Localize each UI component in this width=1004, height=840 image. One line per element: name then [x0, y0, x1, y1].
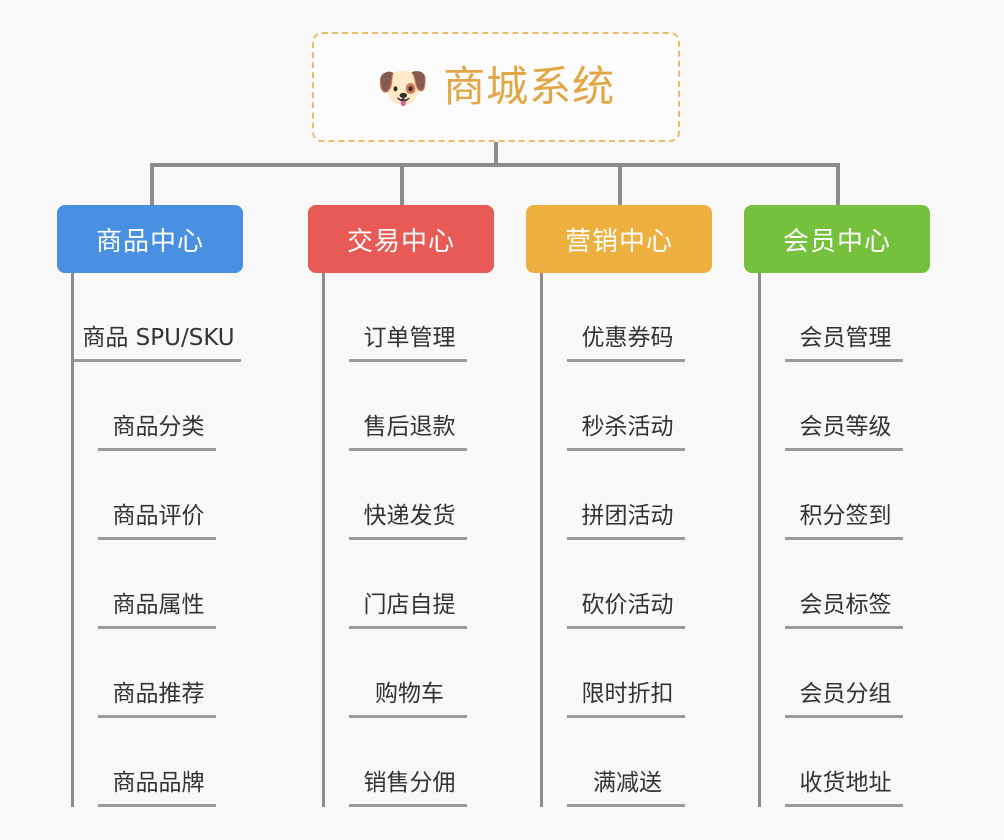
leaf-label: 会员分组	[785, 681, 903, 718]
category-header-label: 营销中心	[564, 226, 673, 257]
list-item[interactable]: 秒杀活动	[543, 362, 712, 451]
branch-spine-marketing: 优惠券码 秒杀活动 拼团活动 砍价活动 限时折扣 满减送	[540, 273, 712, 807]
leaf-label: 限时折扣	[567, 681, 685, 718]
list-item[interactable]: 订单管理	[325, 273, 494, 362]
root-title: 商城系统	[443, 61, 616, 111]
list-item[interactable]: 快递发货	[325, 451, 494, 540]
category-header-trade[interactable]: 交易中心	[308, 205, 494, 273]
list-item[interactable]: 积分签到	[761, 451, 930, 540]
leaf-label: 会员标签	[785, 592, 903, 629]
category-header-product[interactable]: 商品中心	[57, 205, 243, 273]
leaf-label: 快递发货	[349, 503, 467, 540]
leaf-label: 拼团活动	[567, 503, 685, 540]
leaf-label: 商品 SPU/SKU	[73, 325, 241, 362]
connector-stem	[494, 142, 498, 166]
list-item[interactable]: 会员分组	[761, 629, 930, 718]
leaf-label: 门店自提	[349, 592, 467, 629]
connector-bus	[150, 163, 840, 167]
leaf-label: 订单管理	[349, 325, 467, 362]
list-item[interactable]: 收货地址	[761, 718, 930, 807]
root-node[interactable]: 🐶 商城系统	[312, 32, 680, 142]
leaf-label: 会员等级	[785, 414, 903, 451]
list-item[interactable]: 销售分佣	[325, 718, 494, 807]
leaf-label: 商品评价	[98, 503, 216, 540]
connector-drop-1	[400, 163, 404, 205]
list-item[interactable]: 购物车	[325, 629, 494, 718]
branch-column-marketing: 营销中心 优惠券码 秒杀活动 拼团活动 砍价活动 限时折扣 满减送	[526, 205, 712, 807]
branch-column-member: 会员中心 会员管理 会员等级 积分签到 会员标签 会员分组 收货地址	[744, 205, 930, 807]
list-item[interactable]: 会员标签	[761, 540, 930, 629]
category-header-marketing[interactable]: 营销中心	[526, 205, 712, 273]
category-header-label: 商品中心	[95, 226, 204, 257]
leaf-label: 优惠券码	[567, 325, 685, 362]
branch-spine-member: 会员管理 会员等级 积分签到 会员标签 会员分组 收货地址	[758, 273, 930, 807]
leaf-label: 收货地址	[785, 770, 903, 807]
list-item[interactable]: 商品属性	[74, 540, 243, 629]
leaf-label: 商品品牌	[98, 770, 216, 807]
list-item[interactable]: 会员等级	[761, 362, 930, 451]
category-header-label: 会员中心	[782, 226, 891, 257]
list-item[interactable]: 售后退款	[325, 362, 494, 451]
connector-drop-3	[836, 163, 840, 205]
list-item[interactable]: 拼团活动	[543, 451, 712, 540]
list-item[interactable]: 限时折扣	[543, 629, 712, 718]
leaf-label: 商品属性	[98, 592, 216, 629]
leaf-label: 积分签到	[785, 503, 903, 540]
leaf-label: 商品推荐	[98, 681, 216, 718]
category-header-label: 交易中心	[346, 226, 455, 257]
branch-spine-product: 商品 SPU/SKU 商品分类 商品评价 商品属性 商品推荐 商品品牌	[71, 273, 243, 807]
list-item[interactable]: 商品分类	[74, 362, 243, 451]
list-item[interactable]: 门店自提	[325, 540, 494, 629]
list-item[interactable]: 优惠券码	[543, 273, 712, 362]
list-item[interactable]: 商品评价	[74, 451, 243, 540]
list-item[interactable]: 商品品牌	[74, 718, 243, 807]
list-item[interactable]: 砍价活动	[543, 540, 712, 629]
leaf-label: 购物车	[349, 681, 467, 718]
branch-column-trade: 交易中心 订单管理 售后退款 快递发货 门店自提 购物车 销售分佣	[308, 205, 494, 807]
connector-drop-0	[150, 163, 154, 205]
branch-spine-trade: 订单管理 售后退款 快递发货 门店自提 购物车 销售分佣	[322, 273, 494, 807]
leaf-label: 销售分佣	[349, 770, 467, 807]
list-item[interactable]: 商品推荐	[74, 629, 243, 718]
leaf-label: 秒杀活动	[567, 414, 685, 451]
leaf-label: 砍价活动	[567, 592, 685, 629]
list-item[interactable]: 满减送	[543, 718, 712, 807]
category-header-member[interactable]: 会员中心	[744, 205, 930, 273]
list-item[interactable]: 商品 SPU/SKU	[73, 273, 243, 362]
leaf-label: 商品分类	[98, 414, 216, 451]
shiba-dog-emoji-icon: 🐶	[376, 63, 430, 112]
leaf-label: 售后退款	[349, 414, 467, 451]
leaf-label: 会员管理	[785, 325, 903, 362]
leaf-label: 满减送	[567, 770, 685, 807]
list-item[interactable]: 会员管理	[761, 273, 930, 362]
branch-column-product: 商品中心 商品 SPU/SKU 商品分类 商品评价 商品属性 商品推荐 商品品牌	[57, 205, 243, 807]
connector-drop-2	[618, 163, 622, 205]
